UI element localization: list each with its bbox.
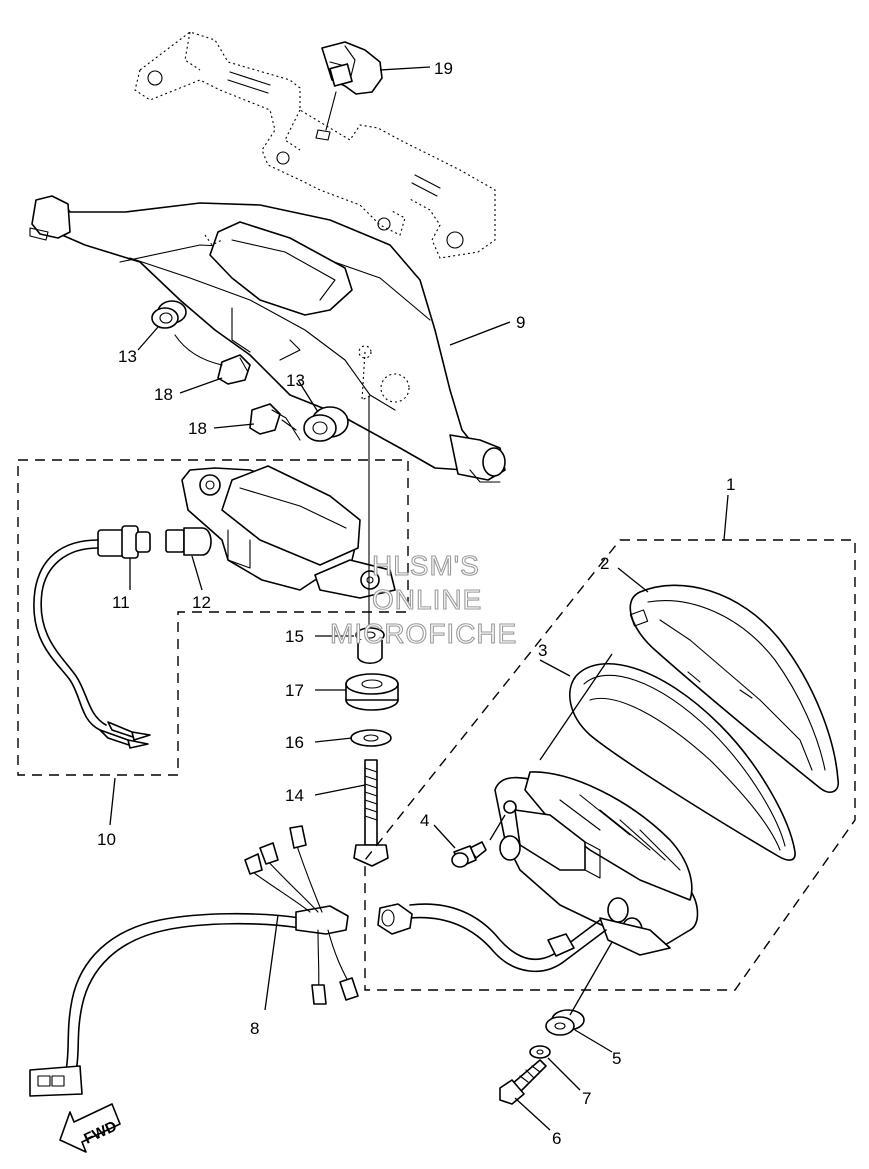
callout-8: 8 <box>250 1019 259 1038</box>
callout-14: 14 <box>285 786 304 805</box>
tapping-screw-part-6 <box>499 1059 547 1105</box>
callout-7: 7 <box>582 1089 591 1108</box>
watermark-line-1: HLSM'S <box>372 550 480 581</box>
watermark-line-3: MICROFICHE <box>330 618 517 649</box>
callout-17: 17 <box>285 681 304 700</box>
socket-part-11 <box>33 525 151 749</box>
callout-16: 16 <box>285 733 304 752</box>
clamp-part-18-upper <box>174 334 251 385</box>
screw-part-4 <box>451 841 487 868</box>
license-light-housing <box>181 465 396 599</box>
washer-part-16 <box>350 729 392 747</box>
callout-12: 12 <box>192 593 211 612</box>
clip-part-19 <box>315 41 383 141</box>
callout-13-lower: 13 <box>286 371 305 390</box>
callout-11: 11 <box>112 593 130 612</box>
callout-18-upper: 18 <box>154 385 173 404</box>
mounting-bracket <box>134 31 496 259</box>
callout-3: 3 <box>538 641 547 660</box>
tail-light-wire <box>377 903 607 973</box>
group-outline-part-1 <box>364 539 856 991</box>
callout-1: 1 <box>726 475 735 494</box>
callout-6: 6 <box>552 1129 561 1148</box>
callout-19: 19 <box>434 59 453 78</box>
rear-frame-part-9 <box>29 195 506 483</box>
washer-part-7 <box>529 1045 551 1059</box>
watermark: HLSM'S ONLINE MICROFICHE <box>329 549 517 649</box>
bulb-part-12 <box>165 527 212 556</box>
callout-13-upper: 13 <box>118 347 137 366</box>
grommet-part-13-upper <box>151 300 187 329</box>
callout-10: 10 <box>97 830 116 849</box>
rubber-damper-part-17 <box>345 673 399 711</box>
wire-harness-part-8 <box>29 825 359 1097</box>
bolt-part-14 <box>353 759 389 867</box>
leader-lines <box>109 66 729 1131</box>
forward-direction-arrow: FWD <box>59 1103 121 1153</box>
gasket-part-3 <box>569 663 796 861</box>
callout-4: 4 <box>420 811 429 830</box>
callout-numbers: 19 9 13 13 18 18 11 12 10 15 17 16 14 1 … <box>97 59 735 1148</box>
callout-2: 2 <box>600 554 609 573</box>
clamp-part-18-lower <box>249 403 301 441</box>
watermark-line-2: ONLINE <box>372 584 482 615</box>
tail-light-base <box>494 771 699 956</box>
callout-5: 5 <box>612 1049 621 1068</box>
group-outline-part-10 <box>17 459 409 776</box>
lens-part-2 <box>629 584 840 793</box>
callout-15: 15 <box>285 627 304 646</box>
grommet-part-13-lower <box>303 406 349 442</box>
grommet-part-5 <box>545 1009 585 1036</box>
callout-9: 9 <box>516 313 525 332</box>
collar-part-15 <box>355 627 385 665</box>
callout-18-lower: 18 <box>188 419 207 438</box>
